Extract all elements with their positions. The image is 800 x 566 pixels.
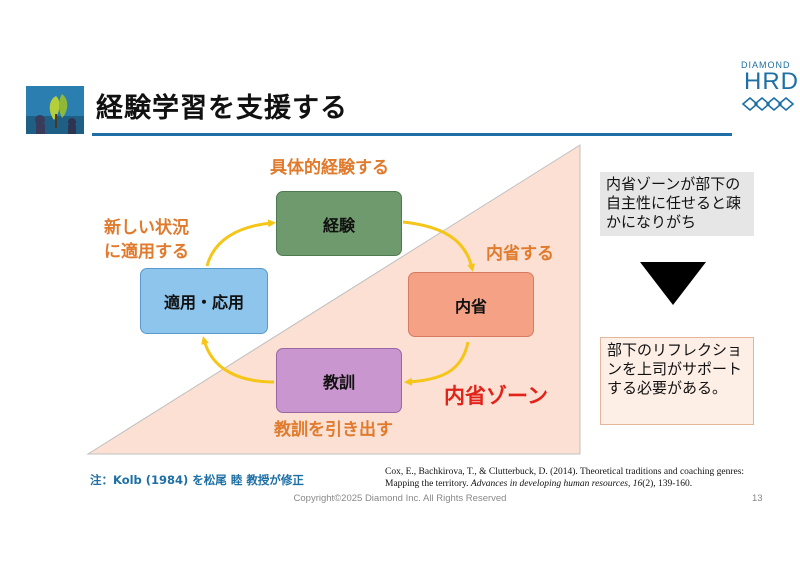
copyright: Copyright©2025 Diamond Inc. All Rights R…	[293, 493, 507, 504]
reflection-zone-triangle	[86, 144, 581, 455]
arrow-reflection-to-lesson	[404, 341, 470, 386]
label-reflection: 内省する	[486, 244, 554, 264]
arrow-experience-to-reflection	[402, 220, 475, 272]
node-experience: 経験	[276, 191, 402, 256]
title-underline	[92, 133, 732, 136]
node-reflection: 内省	[408, 272, 534, 337]
node-application: 適用・応用	[140, 268, 268, 334]
label-application-line1: 新しい状況	[104, 218, 189, 238]
citation-journal: Advances in developing human resources, …	[470, 479, 643, 489]
logo-wordmark: DIAMOND	[741, 60, 791, 70]
side-note-bottom: 部下のリフレクションを上司がサポートする必要がある。	[600, 337, 754, 425]
arrow-application-to-experience	[205, 219, 276, 267]
down-triangle-icon	[640, 262, 706, 305]
arrow-lesson-to-application	[201, 336, 275, 384]
source-note: 注：Kolb (1984) を松尾 睦 教授が修正	[90, 473, 304, 487]
header-photo	[26, 86, 84, 134]
label-experience: 具体的経験する	[270, 158, 389, 178]
side-note-top: 内省ゾーンが部下の自主性に任せると疎かになりがち	[600, 172, 754, 236]
reflection-zone-label: 内省ゾーン	[444, 384, 548, 408]
label-lesson: 教訓を引き出す	[274, 420, 393, 440]
logo-diamonds-icon	[742, 97, 795, 111]
citation-main: Cox, E., Bachkirova, T., & Clutterbuck, …	[385, 467, 745, 489]
citation-issue: (2), 139-160.	[642, 479, 693, 489]
node-lesson: 教訓	[276, 348, 402, 413]
page-number: 13	[752, 493, 763, 504]
label-application-line2: に適用する	[104, 242, 189, 262]
page-title: 経験学習を支援する	[96, 93, 348, 124]
logo-brand: HRD	[744, 68, 799, 95]
citation: Cox, E., Bachkirova, T., & Clutterbuck, …	[385, 466, 780, 490]
